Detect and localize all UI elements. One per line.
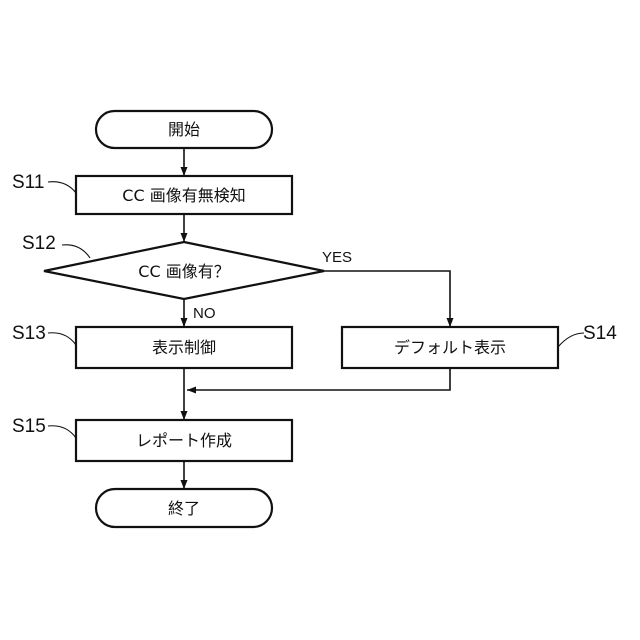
- edge-s12-yes-to-s14: [324, 271, 450, 327]
- decision-s12-label: CC 画像有？: [138, 262, 229, 281]
- process-s14-label: デフォルト表示: [394, 338, 506, 357]
- step-label-s13: S13: [12, 323, 46, 344]
- step-label-s15: S15: [12, 416, 46, 437]
- no-label: NO: [193, 305, 216, 322]
- start-terminal-label: 開始: [168, 120, 200, 139]
- process-s15-label: レポート作成: [136, 431, 232, 450]
- process-s11-label: CC 画像有無検知: [122, 186, 245, 205]
- end-terminal: 終了: [96, 489, 272, 527]
- decision-s12: CC 画像有？ S12 YES NO: [22, 233, 352, 322]
- leader-s15: [48, 426, 76, 438]
- leader-s11: [48, 182, 76, 193]
- step-label-s11: S11: [12, 172, 44, 193]
- step-label-s12: S12: [22, 233, 56, 254]
- edge-s14-to-merge: [187, 368, 450, 390]
- process-s14: デフォルト表示 S14: [342, 323, 617, 368]
- yes-label: YES: [322, 249, 352, 266]
- step-label-s14: S14: [583, 323, 617, 344]
- leader-s14: [558, 333, 584, 347]
- leader-s13: [48, 333, 76, 345]
- process-s13: 表示制御 S13: [12, 323, 292, 368]
- leader-s12: [62, 245, 90, 258]
- start-terminal: 開始: [96, 111, 272, 148]
- process-s13-label: 表示制御: [152, 338, 216, 357]
- end-terminal-label: 終了: [168, 499, 200, 518]
- process-s11: CC 画像有無検知 S11: [12, 172, 292, 214]
- process-s15: レポート作成 S15: [12, 416, 292, 461]
